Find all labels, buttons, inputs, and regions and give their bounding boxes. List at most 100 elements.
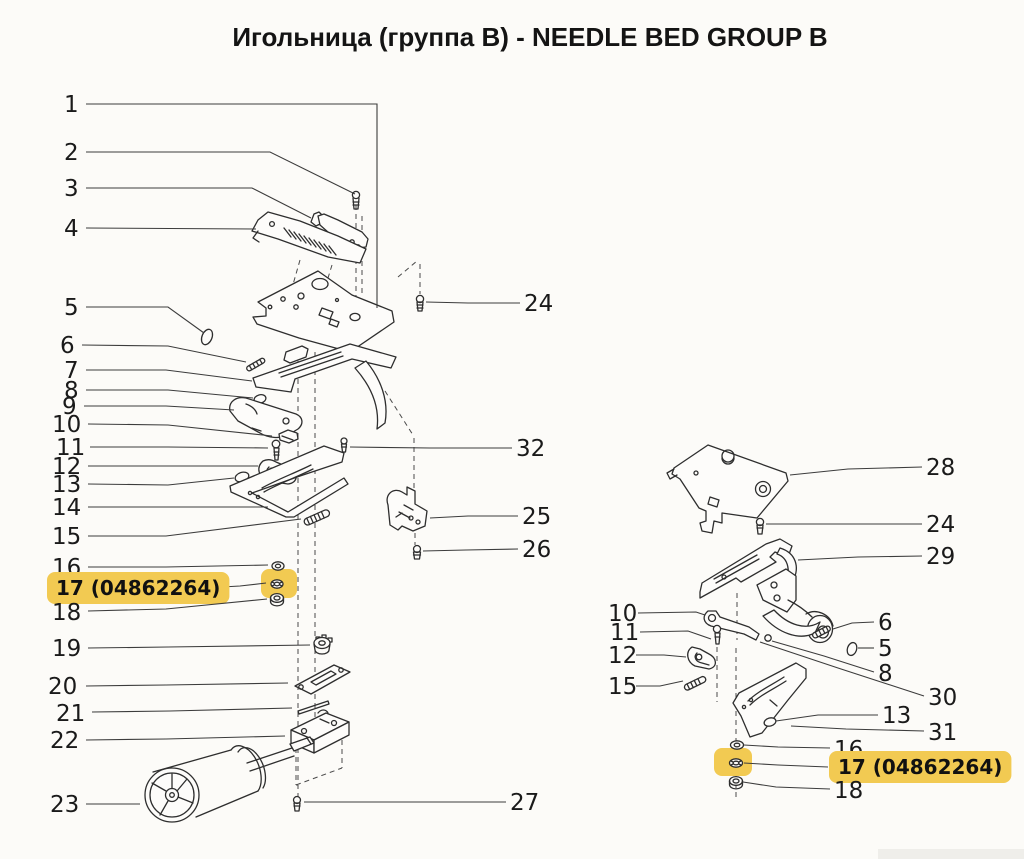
callout-13: 13 [52,472,235,498]
callout-28: 28 [789,455,955,481]
callout-32: 32 [349,436,545,462]
callout-15: 15 [52,518,302,550]
callout-9: 9 [62,394,235,420]
part-number-13r: 13 [882,703,911,729]
scan-edge-artifact [878,849,1024,859]
part-number-28: 28 [926,455,955,481]
part-26-screw-drawing [412,544,422,560]
part-27-screw-drawing [292,795,302,812]
leader-line-10r [637,611,706,616]
part-15-spring-right-drawing [683,675,707,691]
callout-5r: 5 [858,636,893,662]
leader-line-25 [429,515,518,519]
part-number-25: 25 [522,504,551,530]
leader-line-12r [636,654,687,658]
callout-14: 14 [52,495,268,521]
part-number-1: 1 [64,92,79,118]
part-number-18: 18 [52,600,81,626]
part-number-13: 13 [52,472,81,498]
leader-line-2 [86,151,356,195]
part-6-spring-pin-right-drawing [812,625,831,639]
part-number-7: 7 [64,358,79,384]
callout-21: 21 [56,701,293,727]
leader-line-29 [797,555,923,561]
callout-18: 18 [52,598,268,626]
part-number-12r: 12 [608,643,637,669]
part-29-carrier-bracket-drawing [699,538,834,644]
leader-line-11 [90,446,269,449]
part-13-oval-right-drawing [763,717,777,727]
callout-17r: 17 (04862264) [743,751,1012,783]
highlighted-part-label-background [829,751,1012,783]
part-number-11: 11 [56,435,85,461]
leader-line-30 [759,641,925,697]
part-25-bracket-drawing [386,486,428,532]
part-5-oval-right-drawing [846,641,858,657]
leader-line-28 [789,466,923,476]
leader-line-17r [743,762,829,768]
leader-line-8 [86,389,254,399]
leader-line-4 [85,227,257,230]
part-18-nut-drawing [269,592,285,607]
part-number-6r: 6 [878,610,893,636]
callout-24r: 24 [766,512,955,538]
part-5-oval-drawing [200,328,214,346]
callout-8r: 8 [771,640,893,687]
leader-line-16r [743,744,831,749]
part-21-pin-drawing [297,700,330,715]
part-number-30: 30 [928,685,957,711]
part-number-27: 27 [510,790,539,816]
part-number-19: 19 [52,636,81,662]
leader-line-6 [81,344,247,363]
callout-12: 12 [52,454,258,480]
part-19-castle-nut-drawing [313,634,333,655]
part-number-24l: 24 [524,291,553,317]
callout-22: 22 [50,728,286,754]
part-number-8: 8 [64,378,79,404]
callout-15r: 15 [608,674,684,700]
part-1-base-plate-drawing [252,270,395,353]
callout-11: 11 [56,435,269,461]
leader-line-1 [86,103,378,308]
leader-line-15r [636,680,684,687]
part-12-cam-right-drawing [687,646,717,670]
callout-23: 23 [50,792,140,818]
leader-line-22 [85,735,286,741]
part-number-4: 4 [64,216,79,242]
callout-6r: 6 [832,610,893,636]
part-number-6: 6 [60,333,75,359]
part-number-2: 2 [64,140,79,166]
part-number-11r: 11 [610,620,639,646]
callout-2: 2 [64,140,356,195]
part-24-screw-left-drawing [415,294,425,312]
leader-line-26 [422,548,519,552]
leader-line-7 [86,369,253,382]
part-16-washer-drawing [271,561,285,571]
callout-1: 1 [64,92,378,308]
leader-line-8r [771,640,875,673]
part-16-washer-right-drawing [729,740,745,750]
callout-30: 30 [759,641,957,711]
part-number-5r: 5 [878,636,893,662]
callout-4: 4 [64,216,257,242]
part-number-12: 12 [52,454,81,480]
leader-line-24l [425,301,520,304]
part-4-comb-plate-drawing [251,211,367,264]
callout-18r: 18 [742,778,863,804]
part-10-clip-drawing [278,429,299,444]
leader-line-16 [88,564,269,568]
part-17-lock-washer-drawing [270,579,284,589]
part-number-15: 15 [52,524,81,550]
leader-line-21 [91,707,293,713]
part-14-v-plate-drawing [229,445,349,518]
part-number-31: 31 [928,720,957,746]
part-32-screw-drawing [340,437,348,453]
leader-line-20 [85,682,289,687]
part-28-plate-drawing [666,444,789,534]
leader-line-18r [742,781,831,790]
leader-line-18 [87,598,268,612]
part-23-motor-drawing [144,736,315,823]
leader-line-13r [775,714,878,722]
